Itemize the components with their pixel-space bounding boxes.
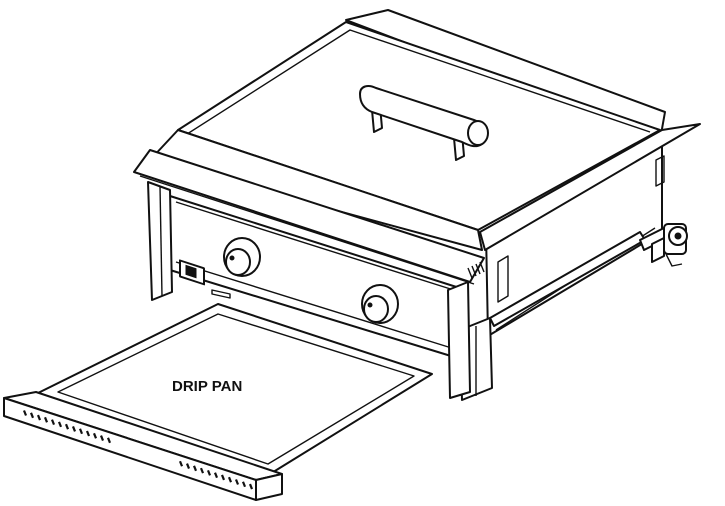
vent-slot: [234, 479, 240, 485]
lid-handle: [359, 85, 489, 161]
igniter-switch: [179, 259, 205, 286]
vent-slot: [50, 419, 56, 426]
vent-slot: [185, 463, 191, 469]
vent-slot: [78, 428, 84, 435]
drip-pan-vent-slots: [22, 410, 254, 490]
gas-regulator-icon: [639, 223, 688, 267]
drip-pan: [3, 303, 433, 501]
vent-slot: [248, 483, 254, 490]
vent-slot: [99, 435, 105, 441]
vent-slot: [36, 414, 42, 421]
vent-slot: [178, 460, 184, 467]
vent-slot: [29, 412, 35, 419]
vent-slot: [213, 472, 219, 479]
vent-slot: [227, 476, 233, 483]
control-knob-left: [223, 237, 261, 277]
vent-slot: [22, 410, 28, 416]
drip-pan-slot: [211, 289, 231, 299]
vent-slot: [85, 430, 91, 437]
drip-pan-label: DRIP PAN: [172, 378, 242, 395]
vent-slot: [71, 426, 77, 432]
vent-slot: [192, 465, 198, 472]
vent-slot: [43, 416, 49, 423]
vent-slot: [206, 469, 212, 476]
vent-slot: [92, 432, 98, 439]
leg-front-right: [447, 281, 471, 399]
vent-slot: [199, 467, 205, 474]
vent-slot: [106, 437, 112, 444]
vent-slot: [57, 421, 63, 428]
leg-front-left: [147, 181, 173, 301]
vent-slot: [64, 423, 70, 430]
vent-slot: [241, 481, 247, 488]
vent-slot: [220, 474, 226, 481]
control-knob-right: [361, 284, 399, 324]
